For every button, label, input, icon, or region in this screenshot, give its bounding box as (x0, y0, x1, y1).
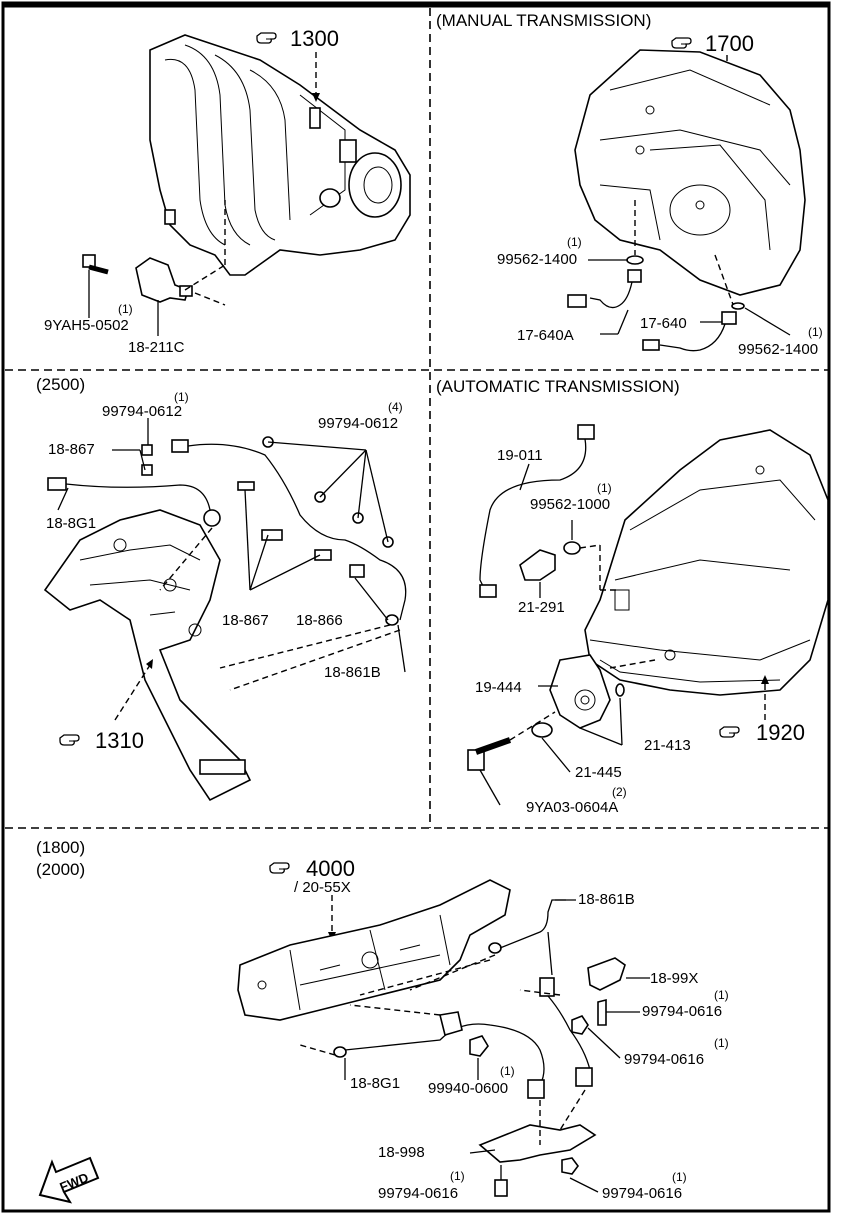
fwd-arrow-icon: FWD (38, 1156, 100, 1204)
label-p188g1b: 18-8G1 (350, 1075, 400, 1092)
exhaust-manifold-illustration (43, 509, 252, 802)
label-r1700: 1700 (705, 31, 754, 56)
label-p99794-0616b-qty: (1) (714, 1036, 729, 1050)
map-sensor-18-211c (135, 200, 226, 336)
label-p9ya03: 9YA03-0604A (526, 799, 618, 816)
ref-1920: 1920 (719, 675, 805, 745)
label-p18861ba: 18-861B (324, 664, 381, 681)
ref-1310: 1310 (59, 659, 153, 753)
pointing-hand-icon (256, 32, 277, 44)
section-1800: (1800) (36, 838, 85, 857)
manual-transmission-illustration (574, 49, 806, 296)
label-p9ya03-qty: (2) (612, 785, 627, 799)
label-p99562-1400b-qty: (1) (808, 325, 823, 339)
label-r4000-sub: / 20-55X (294, 879, 351, 896)
label-p21291: 21-291 (518, 599, 565, 616)
label-p18866: 18-866 (296, 612, 343, 629)
label-p99794-0616c-qty: (1) (450, 1169, 465, 1183)
label-p9yah5: 9YAH5-0502 (44, 317, 129, 334)
label-p99562-1000: 99562-1000 (530, 496, 610, 513)
label-p21413: 21-413 (644, 737, 691, 754)
label-p17640: 17-640 (640, 315, 687, 332)
brackets-and-bolts-bottom (469, 957, 650, 1197)
catalytic-converter-illustration (237, 879, 511, 1021)
label-p99794-0616b: 99794-0616 (624, 1051, 704, 1068)
label-p18867b: 18-867 (222, 612, 269, 629)
label-p99562-1400a-qty: (1) (567, 235, 582, 249)
label-p188g1a: 18-8G1 (46, 515, 96, 532)
label-p17640a: 17-640A (517, 327, 574, 344)
label-r1920: 1920 (756, 720, 805, 745)
section-2000: (2000) (36, 860, 85, 879)
pointing-hand-icon (671, 37, 692, 49)
pointing-hand-icon (719, 726, 740, 738)
intake-manifold-illustration (149, 34, 411, 276)
label-p99794-0616d-qty: (1) (672, 1170, 687, 1184)
o2-sensor-harness-rear (299, 1004, 545, 1099)
pointing-hand-icon (59, 734, 80, 746)
pressure-switch-19-011 (479, 424, 620, 598)
label-p99562-1400b: 99562-1400 (738, 341, 818, 358)
bolt-9yah5 (82, 254, 109, 318)
label-p9yah5-qty: (1) (118, 302, 133, 316)
label-p18211c: 18-211C (128, 339, 185, 356)
label-p99794-0616a-qty: (1) (714, 988, 729, 1002)
label-p99794-0616d: 99794-0616 (602, 1185, 682, 1202)
label-p99940: 99940-0600 (428, 1080, 508, 1097)
label-p99794-0612a-qty: (1) (174, 390, 189, 404)
label-p19444: 19-444 (475, 679, 522, 696)
neutral-switch-17-640 (642, 254, 791, 352)
label-p21445: 21-445 (575, 764, 622, 781)
section-2500: (2500) (36, 375, 85, 394)
tr-switch-19-444 (467, 654, 656, 806)
label-r1300: 1300 (290, 26, 339, 51)
label-p99562-1400a: 99562-1400 (497, 251, 577, 268)
section-automatic: (AUTOMATIC TRANSMISSION) (436, 377, 680, 396)
label-p18998: 18-998 (378, 1144, 425, 1161)
ref-4000: 4000 / 20-55X (269, 856, 355, 941)
label-p99794-0616c: 99794-0616 (378, 1185, 458, 1202)
ref-1300: 1300 (256, 26, 339, 102)
label-p1899x: 18-99X (650, 970, 698, 987)
nuts-and-clips-2500 (57, 418, 406, 673)
label-p99562-1000-qty: (1) (597, 481, 612, 495)
label-r1310: 1310 (95, 728, 144, 753)
label-p19011: 19-011 (497, 447, 543, 464)
label-p99794-0612b: 99794-0612 (318, 415, 398, 432)
automatic-transmission-illustration (584, 429, 829, 696)
pointing-hand-icon (269, 862, 290, 874)
label-p99940-qty: (1) (500, 1064, 515, 1078)
label-p18861bb: 18-861B (578, 891, 635, 908)
o2-sensor-harness-2500 (47, 439, 407, 691)
label-p99794-0612a: 99794-0612 (102, 403, 182, 420)
label-p99794-0612b-qty: (4) (388, 400, 403, 414)
frame (1, 1, 831, 1213)
label-p18867a: 18-867 (48, 441, 95, 458)
section-manual: (MANUAL TRANSMISSION) (436, 11, 651, 30)
label-p99794-0616a: 99794-0616 (642, 1003, 722, 1020)
o2-sensor-harness-front (359, 899, 593, 1087)
label-r4000: 4000 (306, 856, 355, 881)
reverse-switch-17-640a (567, 200, 644, 335)
